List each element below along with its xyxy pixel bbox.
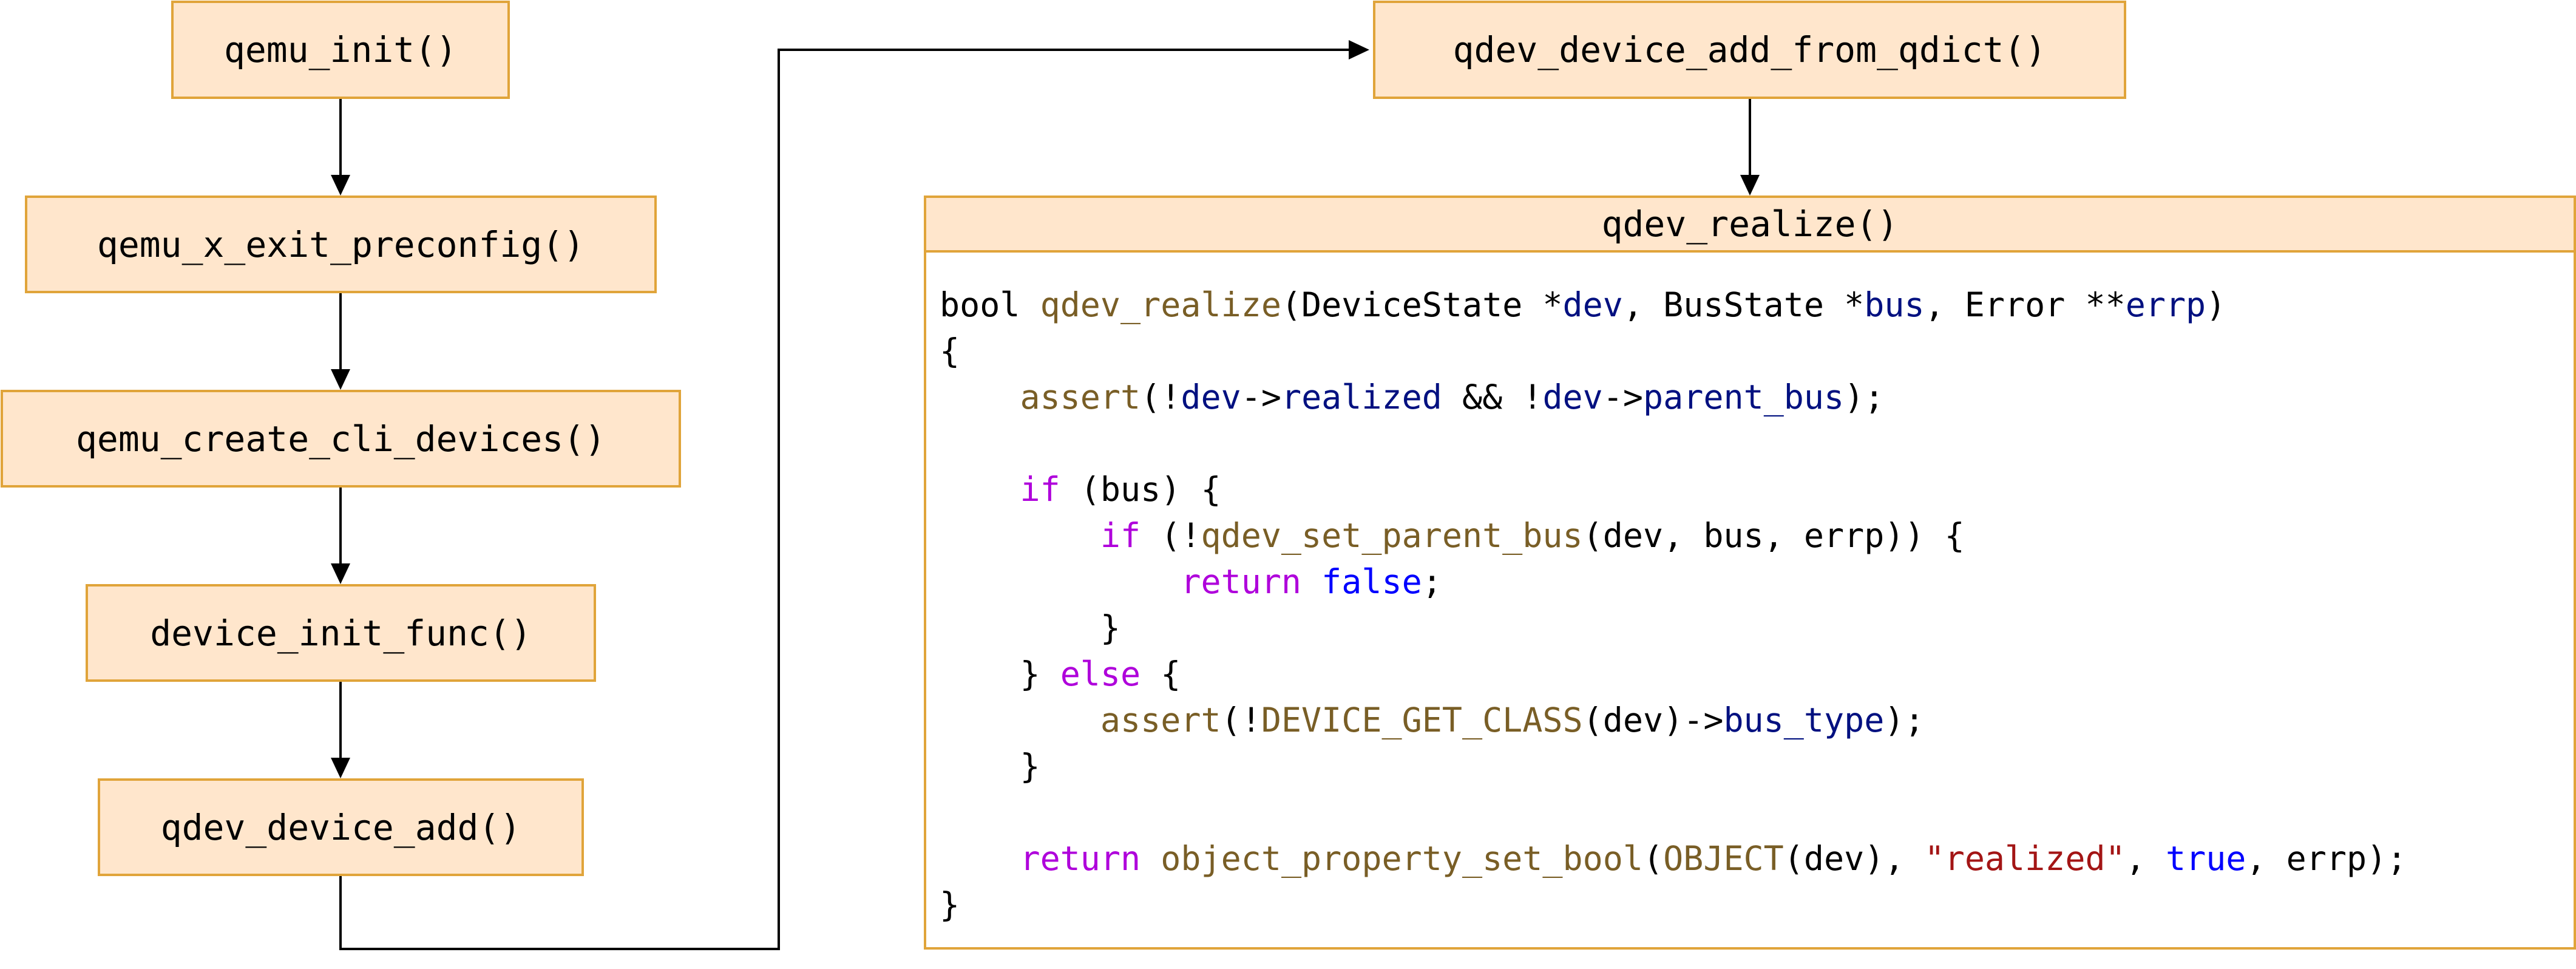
code-token: "realized" bbox=[1924, 839, 2126, 878]
code-line bbox=[940, 420, 2407, 466]
code-line: assert(!DEVICE_GET_CLASS(dev)->bus_type)… bbox=[940, 697, 2407, 743]
code-token: dev bbox=[1562, 285, 1623, 324]
node-qdev-device-add-from-qdict: qdev_device_add_from_qdict() bbox=[1373, 1, 2126, 99]
code-token: qdev_set_parent_bus bbox=[1201, 516, 1583, 555]
code-token: false bbox=[1321, 562, 1422, 601]
code-token: } bbox=[940, 654, 1060, 693]
code-line: bool qdev_realize(DeviceState *dev, BusS… bbox=[940, 282, 2407, 328]
code-token bbox=[940, 701, 1100, 739]
code-token: -> bbox=[1241, 378, 1281, 416]
node-qemu-x-exit-preconfig: qemu_x_exit_preconfig() bbox=[25, 195, 657, 293]
code-token bbox=[940, 378, 1020, 416]
node-qdev-device-add: qdev_device_add() bbox=[98, 778, 584, 876]
code-token: object_property_set_bool bbox=[1161, 839, 1643, 878]
edge-qdev-device-add-to-from-qdict bbox=[339, 49, 1351, 950]
code-token: if bbox=[1100, 516, 1141, 555]
arrowhead bbox=[331, 175, 350, 195]
code-token: errp bbox=[2125, 285, 2206, 324]
code-token: return bbox=[1020, 839, 1141, 878]
code-token bbox=[940, 516, 1100, 555]
code-token: ); bbox=[1844, 378, 1885, 416]
code-token: DEVICE_GET_CLASS bbox=[1261, 701, 1583, 739]
code-line: assert(!dev->realized && !dev->parent_bu… bbox=[940, 374, 2407, 420]
code-block-title: qdev_realize() bbox=[926, 198, 2574, 253]
code-line: if (bus) { bbox=[940, 466, 2407, 512]
arrowhead bbox=[331, 369, 350, 390]
arrowhead bbox=[331, 758, 350, 778]
node-qemu-create-cli-devices: qemu_create_cli_devices() bbox=[1, 390, 681, 488]
code-token bbox=[940, 562, 1181, 601]
node-label: qemu_init() bbox=[223, 29, 458, 70]
node-qdev-realize: qdev_realize() bool qdev_realize(DeviceS… bbox=[924, 195, 2576, 950]
code-token: (bus) { bbox=[1060, 470, 1221, 509]
code-line: } else { bbox=[940, 651, 2407, 697]
code-token: } bbox=[940, 885, 960, 924]
code-token: ; bbox=[1422, 562, 1442, 601]
code-token: ); bbox=[1884, 701, 1925, 739]
code-token: ( bbox=[1642, 839, 1664, 878]
code-line: } bbox=[940, 605, 2407, 651]
code-token: (! bbox=[1141, 378, 1181, 416]
code-token: , Error ** bbox=[1924, 285, 2126, 324]
code-token: qdev_realize bbox=[1040, 285, 1281, 324]
node-label: qdev_device_add() bbox=[160, 806, 521, 848]
code-line bbox=[940, 789, 2407, 835]
code-token bbox=[940, 470, 1020, 509]
code-token: if bbox=[1020, 470, 1060, 509]
node-label: qdev_device_add_from_qdict() bbox=[1452, 29, 2047, 70]
node-label: device_init_func() bbox=[150, 612, 532, 654]
arrowhead bbox=[331, 563, 350, 584]
code-token bbox=[1141, 839, 1161, 878]
code-token: (dev), bbox=[1783, 839, 1925, 878]
code-token: && ! bbox=[1442, 378, 1543, 416]
code-token: (dev)-> bbox=[1582, 701, 1724, 739]
code-token: else bbox=[1060, 654, 1141, 693]
code-token: (! bbox=[1141, 516, 1201, 555]
code-token: return bbox=[1181, 562, 1302, 601]
arrowhead bbox=[1740, 175, 1760, 195]
node-device-init-func: device_init_func() bbox=[86, 584, 596, 682]
arrowhead bbox=[1349, 40, 1369, 59]
code-line: } bbox=[940, 743, 2407, 789]
code-token: bus bbox=[1864, 285, 1925, 324]
code-token: OBJECT bbox=[1663, 839, 1784, 878]
code-token: parent_bus bbox=[1643, 378, 1845, 416]
code-token: assert bbox=[1020, 378, 1141, 416]
code-token: bool bbox=[940, 285, 1040, 324]
code-line: return false; bbox=[940, 559, 2407, 605]
code-token bbox=[1301, 562, 1321, 601]
code-token: , BusState * bbox=[1622, 285, 1865, 324]
code-token: , errp); bbox=[2246, 839, 2407, 878]
code-listing: bool qdev_realize(DeviceState *dev, BusS… bbox=[940, 282, 2407, 928]
code-token: (dev, bus, errp)) { bbox=[1582, 516, 1965, 555]
code-token: } bbox=[940, 608, 1121, 647]
code-line: if (!qdev_set_parent_bus(dev, bus, errp)… bbox=[940, 512, 2407, 559]
code-token: { bbox=[940, 332, 960, 370]
code-token: (! bbox=[1221, 701, 1261, 739]
code-line: { bbox=[940, 328, 2407, 374]
code-token: { bbox=[1141, 654, 1181, 693]
node-label: qemu_create_cli_devices() bbox=[76, 418, 606, 460]
code-token: } bbox=[940, 747, 1040, 786]
code-line: } bbox=[940, 882, 2407, 928]
node-label: qemu_x_exit_preconfig() bbox=[97, 223, 585, 265]
code-token: dev bbox=[1181, 378, 1241, 416]
code-token: true bbox=[2165, 839, 2246, 878]
code-token: dev bbox=[1542, 378, 1603, 416]
node-qemu-init: qemu_init() bbox=[171, 1, 510, 99]
code-token bbox=[940, 839, 1020, 878]
code-token: ) bbox=[2206, 285, 2226, 324]
code-token: assert bbox=[1100, 701, 1221, 739]
code-line: return object_property_set_bool(OBJECT(d… bbox=[940, 835, 2407, 882]
code-token: (DeviceState * bbox=[1281, 285, 1563, 324]
code-token: , bbox=[2125, 839, 2166, 878]
code-token: bus_type bbox=[1723, 701, 1885, 739]
code-token: realized bbox=[1281, 378, 1442, 416]
code-token: -> bbox=[1602, 378, 1644, 416]
